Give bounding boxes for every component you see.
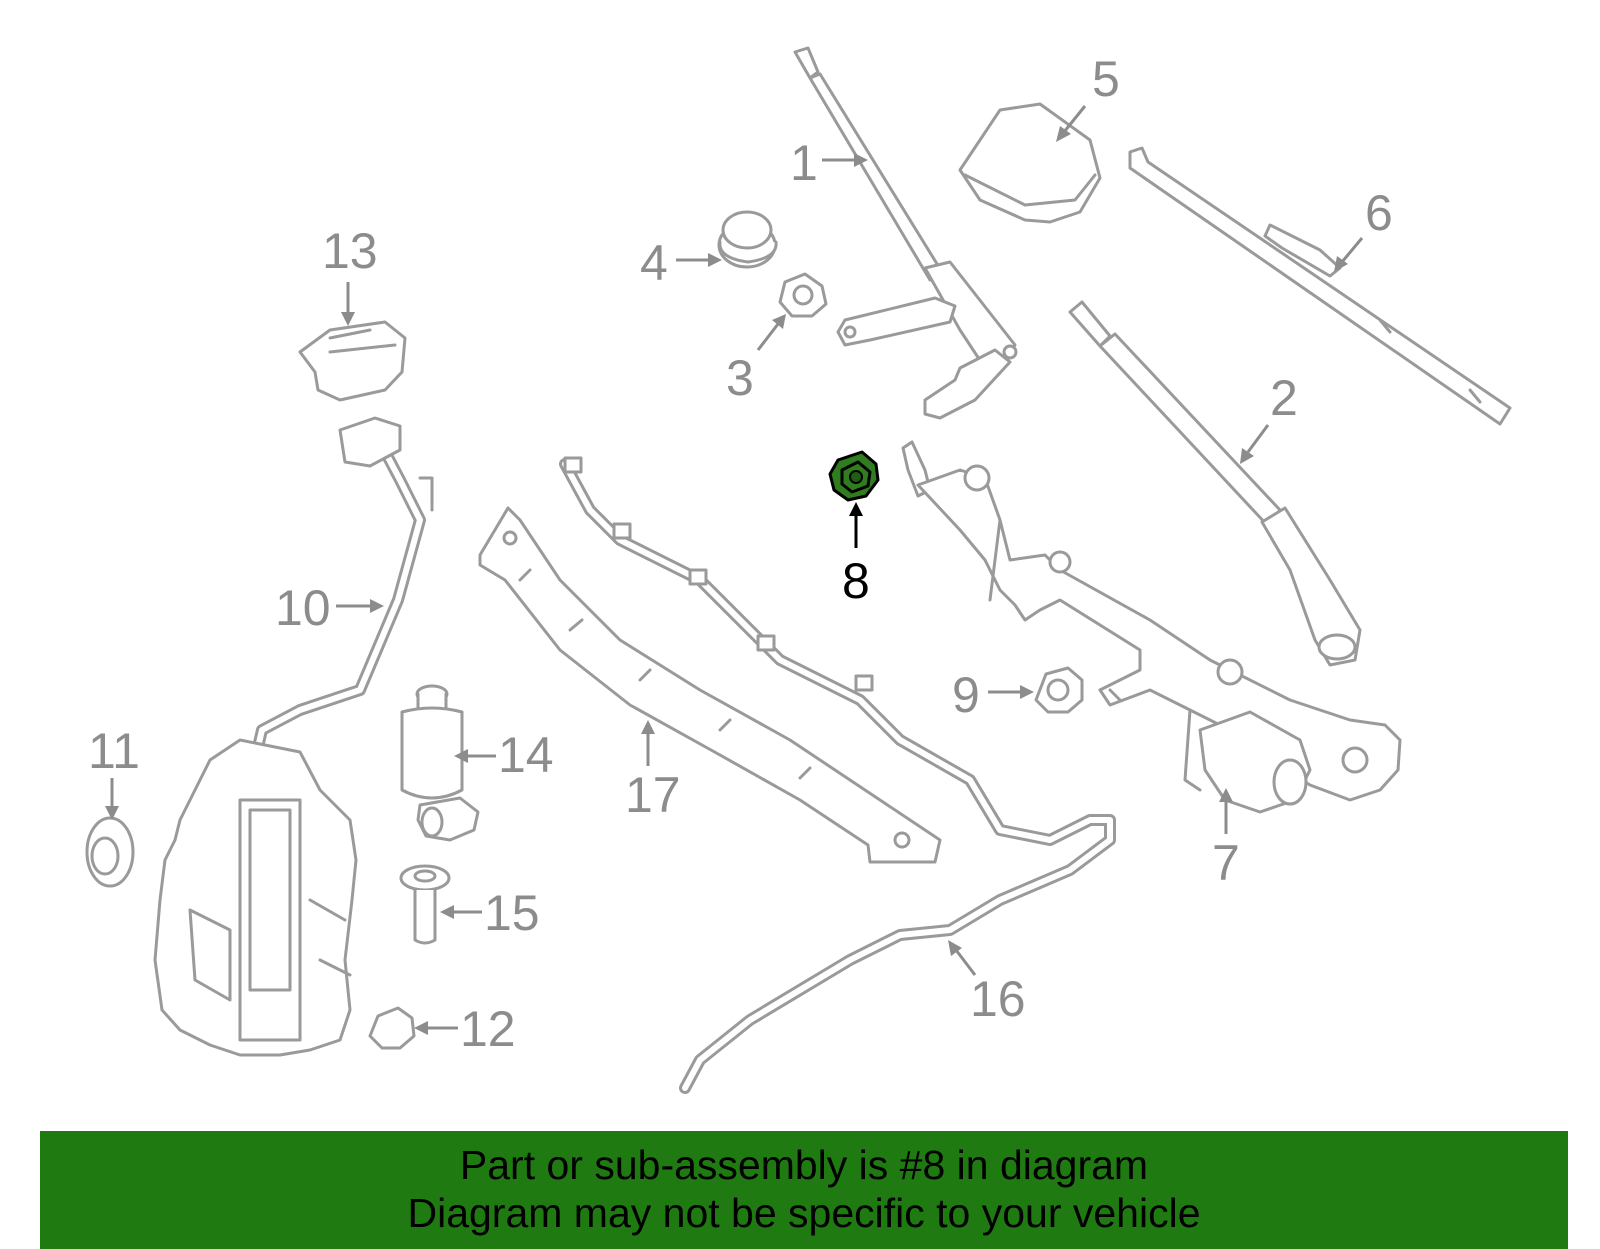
callout-label: 5	[1092, 51, 1120, 107]
callout-label: 17	[625, 767, 681, 823]
callout-label: 8	[842, 553, 870, 609]
part-9-nut	[1034, 666, 1084, 714]
callout-label: 12	[460, 1001, 516, 1057]
washer-reservoir	[153, 738, 358, 1057]
part-8-nut-highlighted[interactable]	[828, 450, 880, 502]
callout-3: 3	[726, 314, 786, 406]
callout-15: 15	[440, 885, 540, 941]
callout-label: 14	[498, 727, 554, 783]
part-17-seal-strip	[478, 506, 942, 864]
part-1-wiper-arm	[793, 46, 1018, 420]
callout-label: 11	[88, 723, 140, 779]
callout-8[interactable]: 8	[842, 502, 870, 609]
callout-9: 9	[952, 667, 1034, 723]
callout-16: 16	[948, 940, 1026, 1027]
callout-6: 6	[1334, 185, 1393, 272]
part-14-washer-pump	[400, 684, 480, 842]
callout-5: 5	[1056, 51, 1120, 142]
part-7-wiper-linkage-motor	[901, 440, 1402, 814]
part-2-wiper-arm	[1068, 300, 1362, 667]
part-4-cap	[717, 210, 778, 269]
callout-label: 3	[726, 350, 754, 406]
callout-label: 4	[640, 235, 668, 291]
callout-10: 10	[275, 580, 384, 636]
callout-label: 10	[275, 580, 331, 636]
callout-label: 6	[1365, 185, 1393, 241]
callout-14: 14	[454, 727, 554, 783]
part-10-filler-neck	[249, 416, 434, 766]
callout-label: 1	[790, 135, 818, 191]
callout-13: 13	[322, 223, 378, 326]
banner-line-1: Part or sub-assembly is #8 in diagram	[459, 1142, 1149, 1188]
part-12-cap	[368, 1006, 416, 1050]
callout-label: 7	[1212, 835, 1240, 891]
callout-7: 7	[1212, 788, 1240, 891]
banner-line-2: Diagram may not be specific to your vehi…	[407, 1190, 1201, 1236]
callout-label: 9	[952, 667, 980, 723]
part-3-nut	[778, 272, 828, 318]
callout-4: 4	[640, 235, 722, 291]
part-5-cover	[958, 102, 1102, 224]
callout-label: 2	[1270, 370, 1298, 426]
callout-12: 12	[414, 1001, 516, 1057]
callout-2: 2	[1240, 370, 1298, 464]
part-13-bracket	[298, 320, 407, 402]
callout-label: 15	[484, 885, 540, 941]
callout-17: 17	[625, 720, 681, 823]
part-11-grommet	[85, 816, 135, 888]
callout-label: 16	[970, 971, 1026, 1027]
callout-1: 1	[790, 135, 868, 191]
part-16-washer-hose	[559, 456, 1116, 1094]
info-banner: Part or sub-assembly is #8 in diagram Di…	[40, 1131, 1568, 1249]
callout-label: 13	[322, 223, 378, 279]
part-15-bolt	[399, 864, 451, 945]
part-6-wiper-blade	[1128, 146, 1512, 426]
callout-11: 11	[88, 723, 140, 820]
